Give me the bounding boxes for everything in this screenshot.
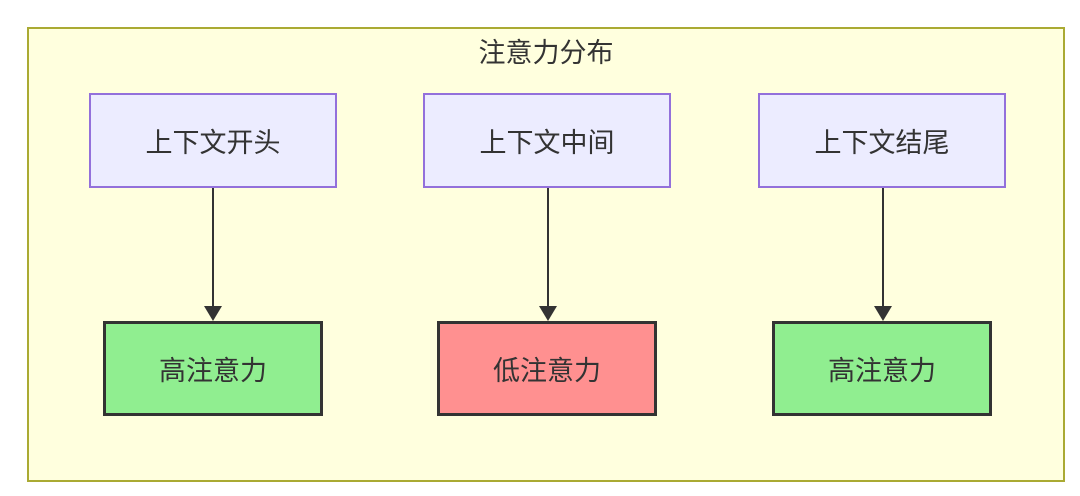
node-high-attention-start: 高注意力 [103, 321, 323, 416]
arrowhead-icon [539, 306, 557, 321]
node-context-start: 上下文开头 [89, 93, 337, 188]
arrow-down-icon [204, 188, 222, 321]
node-context-start-label: 上下文开头 [145, 128, 281, 158]
node-context-middle-label: 上下文中间 [479, 128, 615, 158]
node-context-end: 上下文结尾 [758, 93, 1006, 188]
attention-distribution-container: 注意力分布 上下文开头 上下文中间 上下文结尾 高注意力 低注意力 [27, 27, 1065, 482]
node-high-attention-start-label: 高注意力 [159, 356, 267, 386]
node-high-attention-end: 高注意力 [772, 321, 992, 416]
arrow-shaft [547, 188, 549, 308]
diagram-title: 注意力分布 [478, 38, 614, 68]
node-context-end-label: 上下文结尾 [814, 128, 950, 158]
node-high-attention-end-label: 高注意力 [828, 356, 936, 386]
arrowhead-icon [204, 306, 222, 321]
node-context-middle: 上下文中间 [423, 93, 671, 188]
arrowhead-icon [874, 306, 892, 321]
node-low-attention-middle-label: 低注意力 [493, 356, 601, 386]
arrow-shaft [212, 188, 214, 308]
arrow-down-icon [539, 188, 557, 321]
arrow-down-icon [874, 188, 892, 321]
arrow-shaft [882, 188, 884, 308]
node-low-attention-middle: 低注意力 [437, 321, 657, 416]
